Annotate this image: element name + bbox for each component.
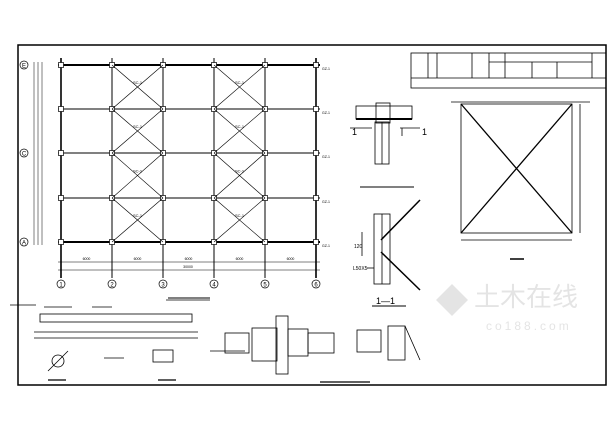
section-mark-left: 1	[352, 127, 357, 137]
axis-label: E	[22, 64, 26, 70]
axis-bubble	[260, 279, 270, 289]
sheet-border	[17, 44, 607, 386]
brace-line	[213, 108, 266, 154]
brace-label: SC-1	[235, 169, 245, 174]
brace-line	[111, 108, 164, 154]
column-node	[58, 106, 64, 112]
axis-bubble	[19, 148, 29, 158]
column-label: GZ-1	[322, 111, 330, 115]
brace-label: SC-1	[133, 80, 143, 85]
brace-label: SC-1	[133, 169, 143, 174]
column-node	[58, 195, 64, 201]
bay-dimension: 6000	[134, 257, 142, 261]
watermark-cn: 土木在线	[474, 282, 578, 312]
total-dimension: 30000	[183, 265, 193, 269]
brace-label: SC-1	[235, 80, 245, 85]
axis-bubble	[209, 279, 219, 289]
axis-label: 2	[110, 283, 114, 289]
axis-bubble	[158, 279, 168, 289]
brace-label: SC-1	[133, 124, 143, 129]
connection-detail	[210, 315, 421, 383]
bolt-dim-label: 120	[354, 244, 363, 250]
bay-dimension: 6000	[236, 257, 244, 261]
bay-dimension: 6000	[83, 257, 91, 261]
column-node	[313, 195, 319, 201]
column-label: GZ-1	[322, 155, 330, 159]
axis-label: 1	[59, 283, 63, 289]
axis-bubble	[107, 279, 117, 289]
axis-label: 3	[161, 283, 165, 289]
column-node	[313, 62, 319, 68]
watermark-logo-icon	[436, 284, 468, 316]
axis-label: A	[22, 241, 26, 247]
axis-label: 5	[263, 283, 267, 289]
brace-line	[213, 64, 266, 110]
axis-label: C	[22, 152, 27, 158]
column-node	[313, 239, 319, 245]
axis-label: 6	[314, 283, 318, 289]
axis-bubble	[311, 279, 321, 289]
purlin-detail	[10, 299, 210, 381]
section-1-1-detail	[361, 199, 421, 291]
brace-line	[111, 64, 164, 110]
bay-dimension: 6000	[287, 257, 295, 261]
watermark-en: co188.com	[486, 319, 572, 333]
column-label: GZ-1	[322, 200, 330, 204]
axis-bubble	[19, 237, 29, 247]
column-node	[58, 62, 64, 68]
brace-label: SC-1	[235, 124, 245, 129]
column-node	[58, 150, 64, 156]
section-title: 1—1	[376, 296, 395, 306]
brace-label: SC-1	[235, 213, 245, 218]
title-block	[410, 52, 607, 89]
axis-label: 4	[212, 283, 216, 289]
bracing-elevation	[451, 101, 590, 260]
column-node	[313, 106, 319, 112]
axis-bubble	[56, 279, 66, 289]
column-node	[313, 150, 319, 156]
angle-label: L50X5	[353, 266, 368, 272]
bay-dimension: 6000	[185, 257, 193, 261]
brace-line	[111, 197, 164, 243]
brace-line	[213, 152, 266, 199]
column-node	[58, 239, 64, 245]
brace-line	[213, 197, 266, 243]
brace-line	[111, 152, 164, 199]
column-label: GZ-1	[322, 67, 330, 71]
axis-bubble	[19, 60, 29, 70]
node-detail-top	[350, 102, 420, 165]
watermark: 土木在线 co188.com	[436, 282, 578, 333]
column-label: GZ-1	[322, 244, 330, 248]
brace-label: SC-1	[133, 213, 143, 218]
section-mark-right: 1	[422, 127, 427, 137]
